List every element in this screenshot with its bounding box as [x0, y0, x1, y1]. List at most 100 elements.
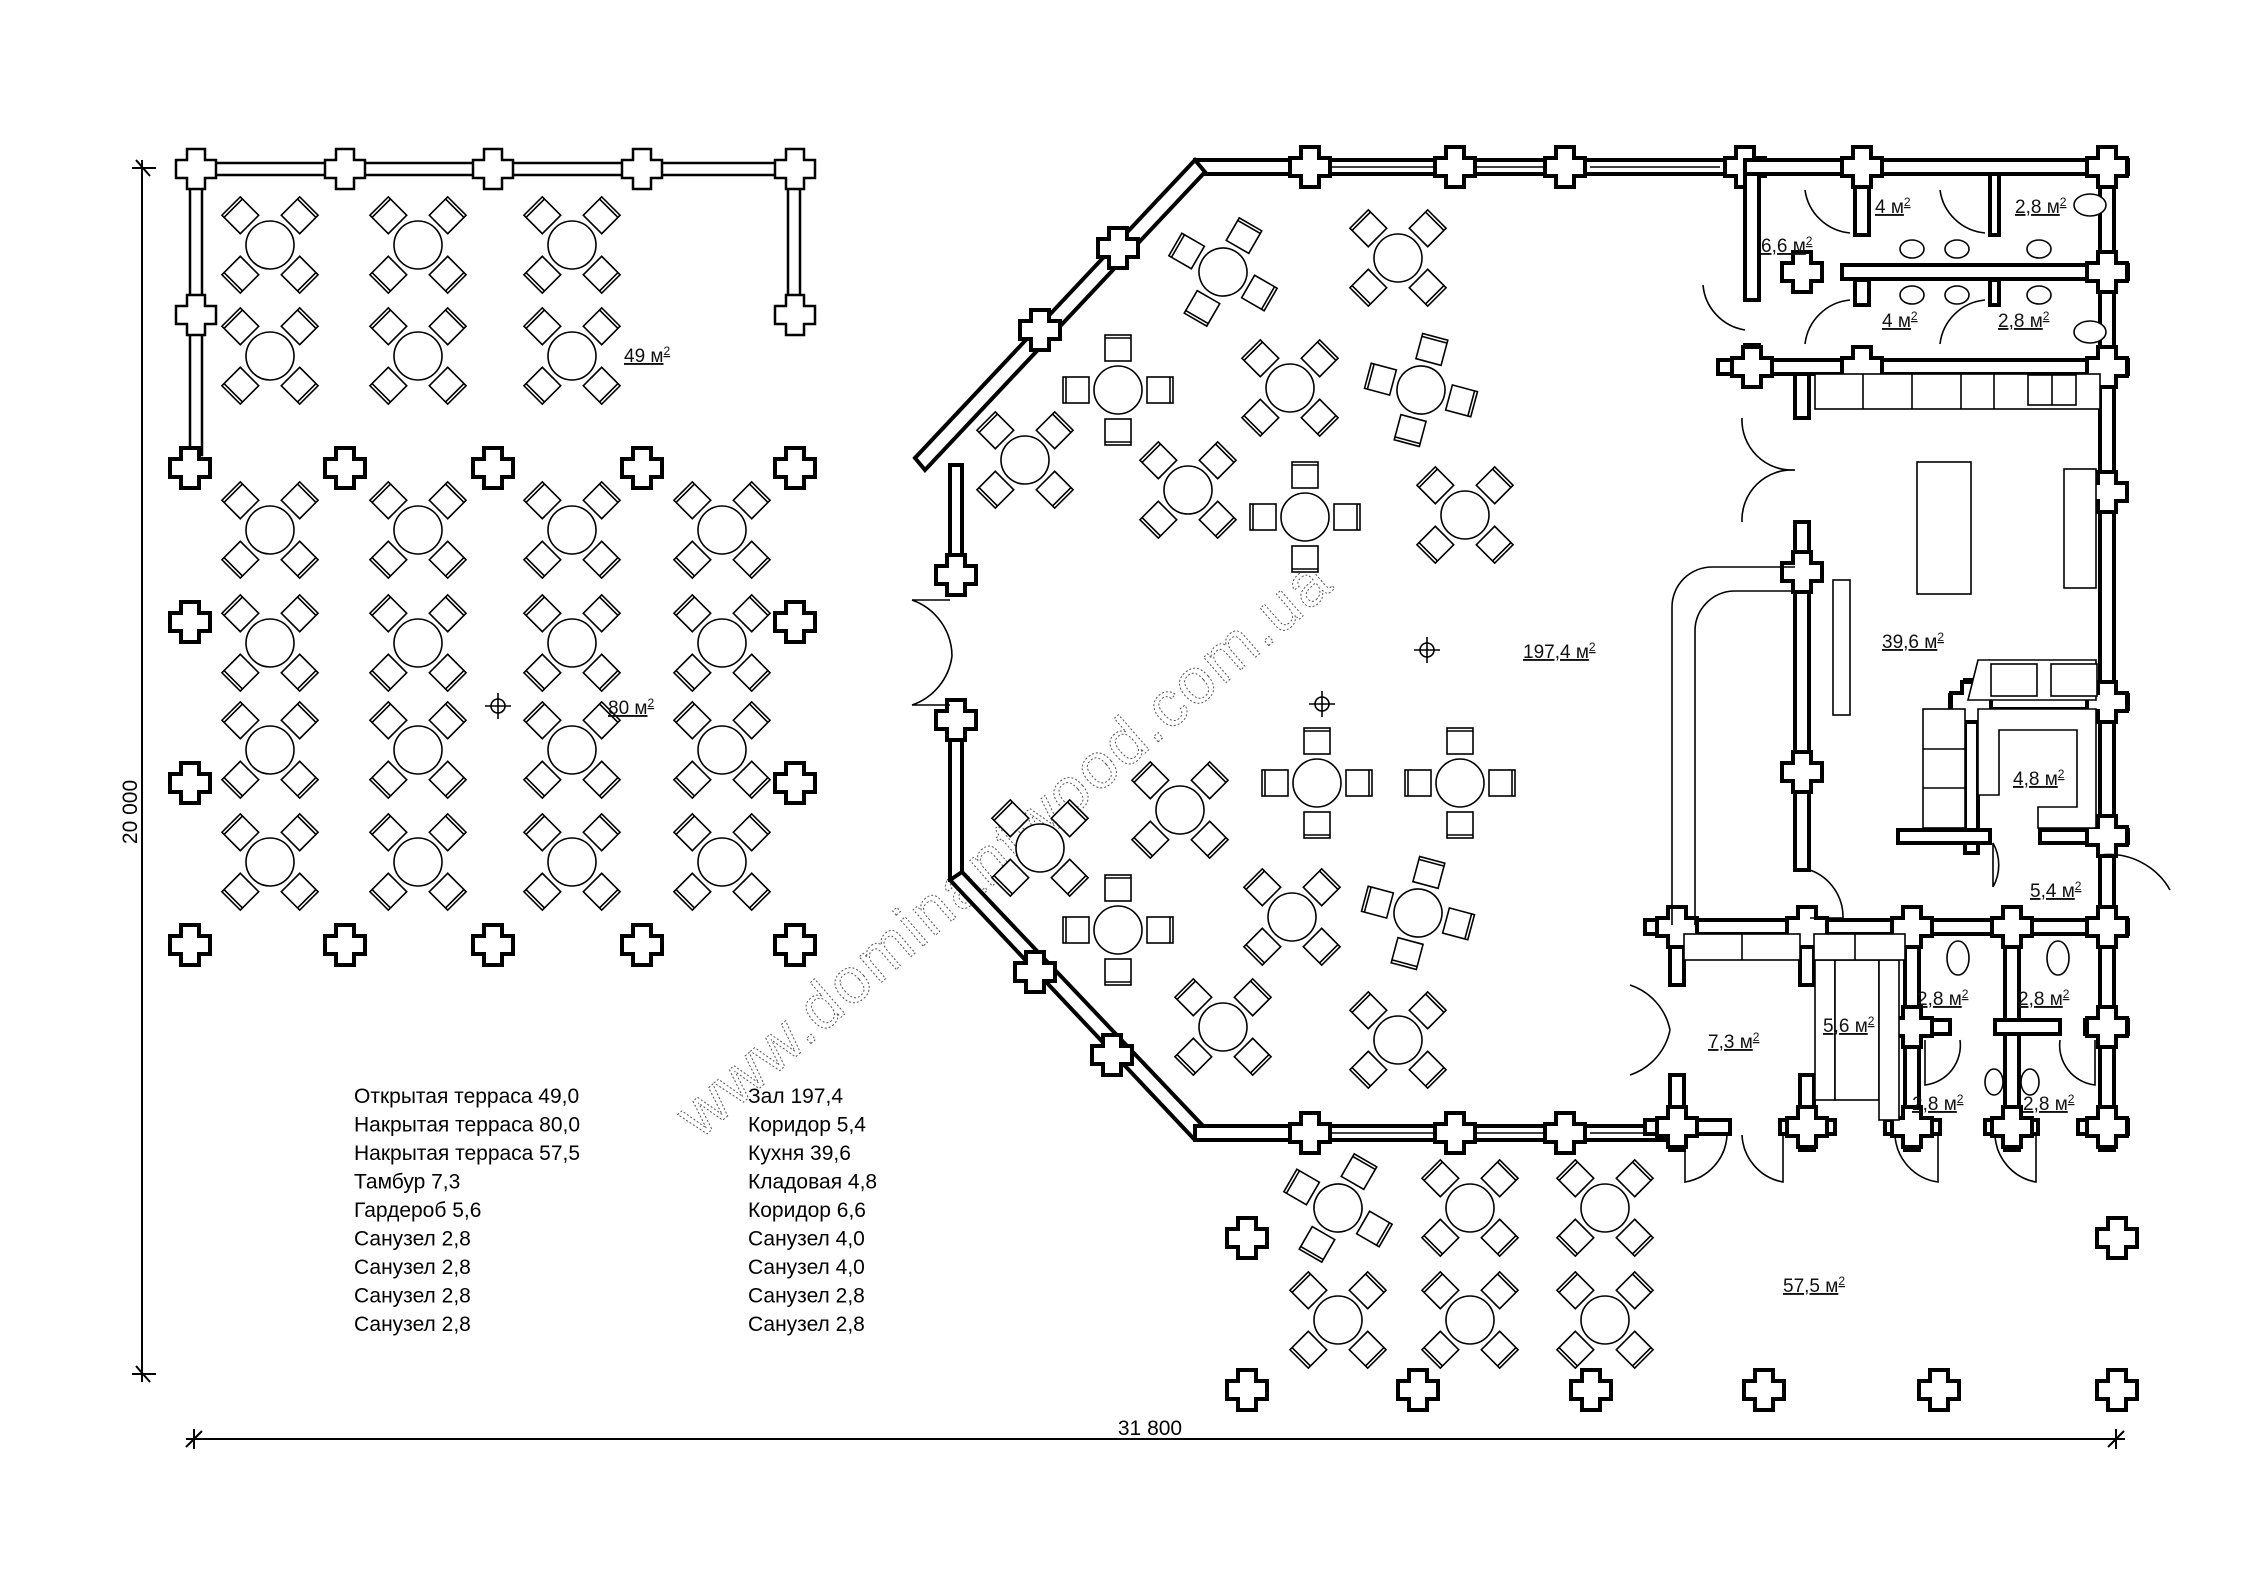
table-set: [1062, 874, 1174, 986]
chair: [428, 540, 468, 580]
chair: [280, 255, 320, 295]
table-set: [368, 195, 468, 295]
area-wc-bottom-4: 2,8 м2: [2023, 1092, 2075, 1115]
chair: [368, 872, 408, 912]
chair: [1555, 1218, 1595, 1258]
chair: [1138, 440, 1178, 480]
chair: [522, 700, 562, 740]
chair: [522, 195, 562, 235]
post: [2095, 1216, 2139, 1260]
chair: [582, 653, 622, 693]
chair: [522, 540, 562, 580]
chair: [1348, 1330, 1388, 1370]
chair: [1333, 503, 1361, 531]
chair: [1225, 216, 1263, 255]
open-terrace-frame: [174, 147, 817, 457]
chair: [672, 480, 712, 520]
hall-walls: [911, 145, 1767, 1155]
chair: [582, 593, 622, 633]
round-table: [697, 725, 747, 775]
post: [1396, 1368, 1440, 1412]
chair: [1420, 1270, 1460, 1310]
post: [1433, 1111, 1477, 1155]
table-set: [672, 480, 772, 580]
round-table: [393, 505, 443, 555]
legend-right-item: Кладовая 4,8: [748, 1171, 877, 1194]
round-table: [1155, 785, 1205, 835]
chair: [1408, 1050, 1448, 1090]
chair: [1360, 885, 1395, 920]
post: [773, 600, 817, 644]
chair: [1345, 769, 1373, 797]
post: [323, 147, 367, 191]
post: [1096, 226, 1140, 270]
round-table: [245, 505, 295, 555]
chair: [1062, 376, 1090, 404]
round-table: [547, 220, 597, 270]
post: [934, 698, 978, 742]
area-kitchen: 39,6 м2: [1882, 630, 1944, 653]
round-table: [1093, 905, 1143, 955]
chair: [1146, 376, 1174, 404]
chair: [280, 540, 320, 580]
legend-right-item: Кухня 39,6: [748, 1142, 851, 1165]
chair: [1480, 1270, 1520, 1310]
post: [2085, 905, 2129, 949]
post: [168, 446, 212, 490]
table-set: [1404, 727, 1516, 839]
round-table: [1313, 1295, 1363, 1345]
chair: [1414, 332, 1449, 367]
chair: [428, 653, 468, 693]
chair: [1302, 867, 1342, 907]
chair: [732, 760, 772, 800]
round-table: [1580, 1295, 1630, 1345]
round-table: [547, 837, 597, 887]
chair: [582, 255, 622, 295]
post: [1780, 550, 1824, 594]
post: [1225, 1216, 1269, 1260]
post: [471, 446, 515, 490]
chair: [1282, 1168, 1321, 1206]
post: [1917, 1368, 1961, 1412]
table-set: [220, 480, 320, 580]
table-set: [1130, 760, 1230, 860]
chair: [582, 195, 622, 235]
table-set: [1282, 1152, 1394, 1264]
table-set: [1138, 440, 1238, 540]
chair: [428, 812, 468, 852]
table-set: [522, 306, 622, 406]
area-wc-bottom-1: 2,8 м2: [1917, 987, 1969, 1010]
chair: [1555, 1270, 1595, 1310]
chair: [1240, 398, 1280, 438]
chair: [368, 366, 408, 406]
legend-left-item: Санузел 2,8: [354, 1256, 471, 1279]
chair: [522, 653, 562, 693]
table-set: [1360, 855, 1476, 971]
chair: [732, 593, 772, 633]
chair: [582, 872, 622, 912]
post: [168, 923, 212, 967]
post: [1090, 1033, 1134, 1077]
chair: [1348, 1050, 1388, 1090]
post: [1288, 145, 1332, 189]
round-table: [245, 220, 295, 270]
post: [2085, 250, 2129, 294]
area-vestibule: 7,3 м2: [1708, 1030, 1760, 1053]
post: [323, 923, 367, 967]
chair: [368, 760, 408, 800]
post: [773, 446, 817, 490]
post: [1433, 145, 1477, 189]
chair: [368, 700, 408, 740]
chair: [1446, 811, 1474, 839]
post: [168, 761, 212, 805]
chair: [1240, 274, 1279, 312]
round-table: [1313, 1183, 1363, 1233]
table-set: [368, 700, 468, 800]
chair: [428, 195, 468, 235]
round-table: [393, 220, 443, 270]
area-wardrobe: 5,6 м2: [1823, 1014, 1875, 1037]
chair: [1444, 383, 1479, 418]
chair: [428, 366, 468, 406]
chair: [522, 812, 562, 852]
